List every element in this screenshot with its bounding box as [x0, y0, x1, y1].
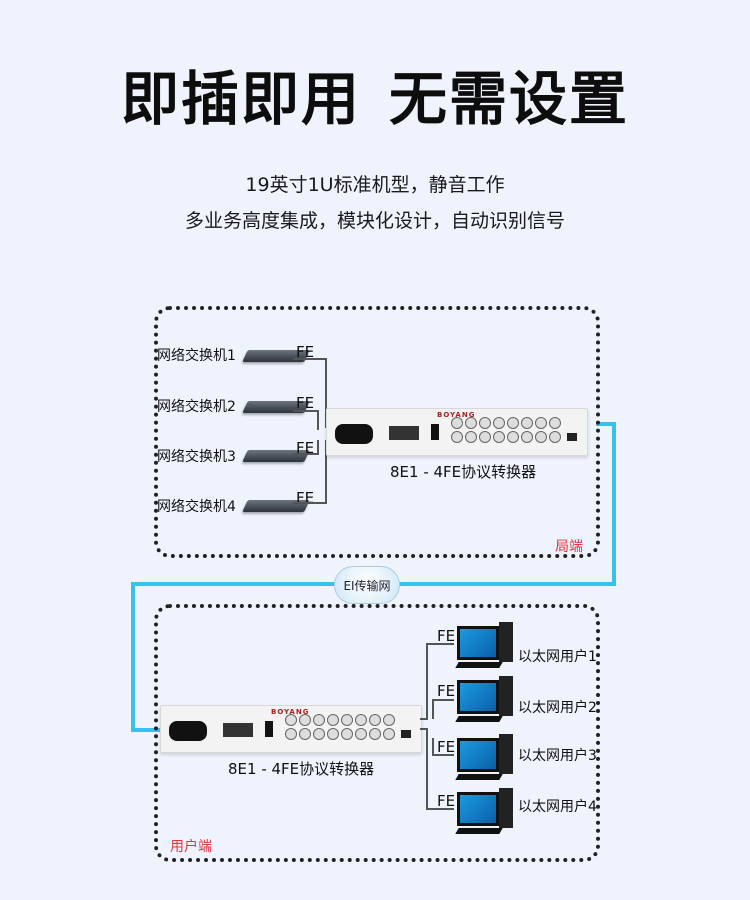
user-label: 以太网用户2 — [518, 700, 597, 716]
user-label: 以太网用户4 — [518, 799, 597, 815]
cable — [432, 699, 434, 719]
cable — [293, 453, 317, 455]
cable — [432, 699, 454, 701]
bnc-ports — [285, 714, 397, 740]
power-socket — [335, 424, 373, 444]
cable — [420, 728, 428, 730]
headline-part2: 无需设置 — [389, 65, 630, 133]
power-switch — [431, 424, 439, 440]
fe-label: FE — [296, 343, 315, 361]
fe-label: FE — [437, 682, 456, 700]
computer-icon — [455, 622, 515, 672]
switch-label: 网络交换机3 — [157, 449, 236, 465]
user-side-label: 用户端 — [170, 839, 212, 855]
cable — [325, 358, 327, 428]
user-label: 以太网用户1 — [518, 649, 597, 665]
link-line — [131, 728, 161, 732]
cable — [420, 718, 428, 720]
cable — [293, 358, 325, 360]
central-office-label: 局端 — [555, 539, 583, 555]
fe-label: FE — [437, 738, 456, 756]
device-name: 8E1 - 4FE协议转换器 — [228, 760, 375, 778]
protocol-converter-device: BOYANG — [326, 408, 588, 456]
fe-label: FE — [296, 394, 315, 412]
terminal-block — [223, 723, 253, 737]
computer-icon — [455, 676, 515, 726]
power-socket — [169, 721, 207, 741]
subtitle-1: 19英寸1U标准机型，静音工作 — [245, 174, 505, 196]
device-name: 8E1 - 4FE协议转换器 — [390, 463, 537, 481]
cable — [426, 808, 454, 810]
protocol-converter-device: BOYANG — [160, 705, 422, 753]
headline: 即插即用无需设置 — [0, 52, 750, 136]
subtitle-2: 多业务高度集成，模块化设计，自动识别信号 — [184, 210, 565, 232]
central-office-zone — [154, 306, 600, 558]
cable — [325, 440, 327, 504]
headline-part1: 即插即用 — [120, 65, 361, 133]
cable — [293, 410, 317, 412]
terminal-block — [389, 426, 419, 440]
ethernet-port — [401, 730, 411, 738]
link-line — [612, 422, 616, 586]
switch-label: 网络交换机2 — [157, 399, 236, 415]
cloud-icon: EI传输网 — [334, 566, 400, 604]
cable — [426, 643, 428, 720]
link-line — [596, 422, 616, 426]
user-label: 以太网用户3 — [518, 748, 597, 764]
cable — [426, 728, 428, 810]
cable — [317, 410, 319, 430]
link-line — [131, 582, 135, 732]
cable — [317, 440, 319, 455]
brand-logo: BOYANG — [437, 411, 476, 419]
brand-logo: BOYANG — [271, 708, 310, 716]
computer-icon — [455, 788, 515, 838]
fe-label: FE — [437, 627, 456, 645]
cable — [426, 643, 454, 645]
switch-label: 网络交换机1 — [157, 348, 236, 364]
switch-label: 网络交换机4 — [157, 499, 236, 515]
user-side-zone — [154, 604, 600, 862]
cable — [432, 754, 454, 756]
cable — [432, 738, 434, 754]
fe-label: FE — [296, 439, 315, 457]
cable — [293, 502, 325, 504]
network-label: EI传输网 — [343, 579, 391, 593]
bnc-ports — [451, 417, 563, 443]
computer-icon — [455, 734, 515, 784]
fe-label: FE — [296, 489, 315, 507]
ethernet-port — [567, 433, 577, 441]
fe-label: FE — [437, 792, 456, 810]
power-switch — [265, 721, 273, 737]
